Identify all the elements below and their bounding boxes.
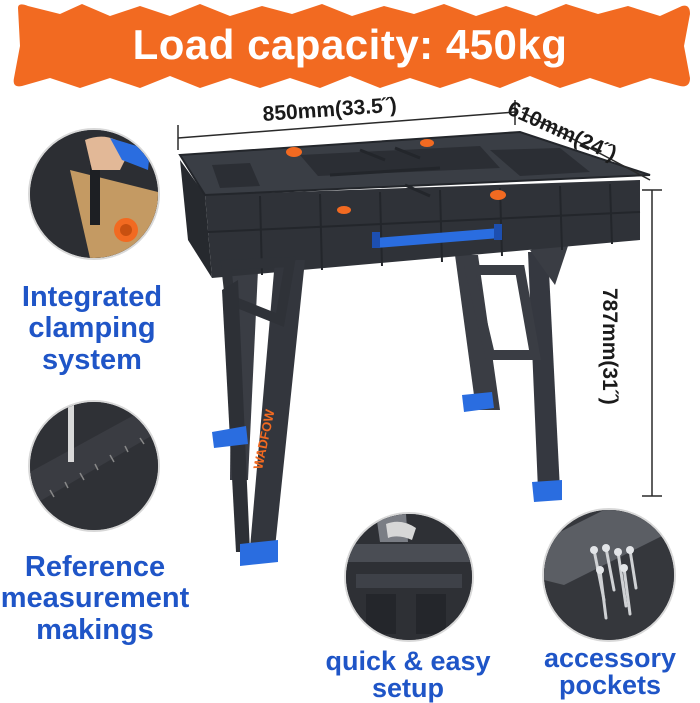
back-right-leg bbox=[455, 240, 570, 490]
setup-circle bbox=[344, 512, 474, 642]
measurement-label: Reference measurement makings bbox=[0, 551, 190, 646]
clamping-label-line1: Integrated bbox=[21, 281, 163, 313]
measurement-circle bbox=[28, 400, 160, 532]
setup-label: quick & easy setup bbox=[318, 648, 498, 702]
clamping-label-line3: system bbox=[42, 343, 142, 376]
height-dimension: 787mm(31˝) bbox=[598, 288, 621, 405]
pockets-circle bbox=[542, 508, 676, 642]
clamp-dog bbox=[286, 139, 506, 214]
clamping-label: Integrated clamping system bbox=[12, 281, 172, 376]
clamping-label-line2: clamping bbox=[28, 312, 156, 345]
setup-label-line1: quick & easy bbox=[325, 646, 491, 676]
measurement-label-line1: Reference bbox=[24, 551, 166, 583]
top-banner bbox=[13, 4, 690, 88]
measurement-label-line3: makings bbox=[36, 613, 154, 646]
load-capacity-title: Load capacity: 450kg bbox=[132, 21, 568, 68]
ruler-photo-icon bbox=[30, 402, 158, 530]
clamp-photo-icon bbox=[30, 130, 158, 258]
pockets-label: accessory pockets bbox=[520, 645, 700, 699]
measurement-label-line2: measurement bbox=[0, 582, 190, 615]
pockets-label-line1: accessory bbox=[543, 643, 677, 673]
carry-handle bbox=[372, 224, 502, 248]
front-left-leg bbox=[220, 256, 305, 552]
pockets-label-line2: pockets bbox=[558, 670, 662, 700]
clamping-circle bbox=[28, 128, 160, 260]
leg-foot bbox=[212, 392, 562, 566]
folding-frame-photo-icon bbox=[346, 514, 472, 640]
dimension-lines bbox=[177, 100, 662, 497]
screws-photo-icon bbox=[544, 510, 674, 640]
setup-label-line2: setup bbox=[371, 673, 444, 703]
